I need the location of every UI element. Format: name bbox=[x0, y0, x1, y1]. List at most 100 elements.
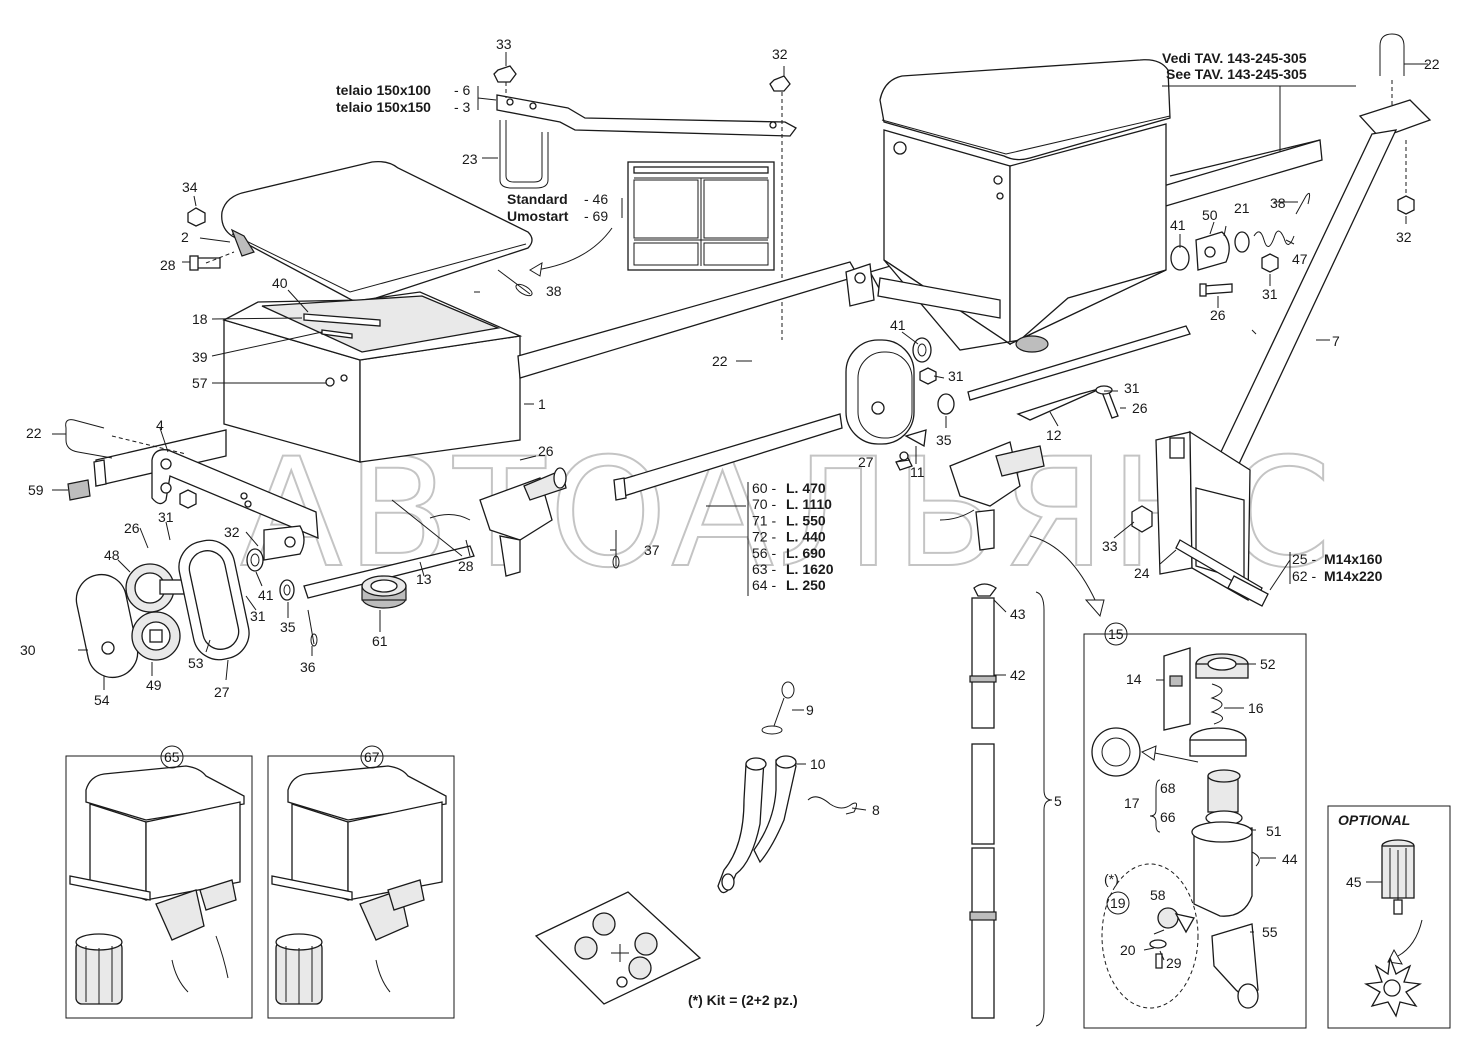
length-code: 64 - bbox=[752, 577, 776, 593]
callout-39: 39 bbox=[192, 349, 208, 365]
nut-34 bbox=[187, 207, 206, 227]
callout-35-left: 35 bbox=[280, 619, 296, 635]
callout-26-left: 26 bbox=[124, 520, 140, 536]
callout-24: 24 bbox=[1134, 565, 1150, 581]
callout-49: 49 bbox=[146, 677, 162, 693]
callout-17: 17 bbox=[1124, 795, 1140, 811]
nut-33-right bbox=[1131, 505, 1153, 533]
callout-67-circle bbox=[360, 745, 384, 769]
length-value: L. 250 bbox=[786, 577, 826, 593]
callout-65: 65 bbox=[164, 749, 180, 765]
bracket-5 bbox=[1035, 591, 1053, 1027]
callout-19: 19 bbox=[1110, 895, 1126, 911]
callout-68: 68 bbox=[1160, 780, 1176, 796]
note-umostart-num: - 69 bbox=[584, 208, 608, 224]
callout-33-right: 33 bbox=[1102, 538, 1118, 554]
washer-41-left bbox=[246, 548, 264, 572]
callout-53: 53 bbox=[188, 655, 204, 671]
callout-22-right: 22 bbox=[1424, 56, 1440, 72]
callout-58: 58 bbox=[1150, 887, 1166, 903]
note-telaio-b: telaio 150x150 bbox=[336, 99, 431, 115]
callout-26-right: 26 bbox=[1132, 400, 1148, 416]
note-optional: OPTIONAL bbox=[1338, 812, 1410, 828]
shaft-42 bbox=[969, 583, 997, 729]
callout-22-mid: 22 bbox=[712, 353, 728, 369]
length-code: 71 - bbox=[752, 512, 776, 528]
bar-12 bbox=[967, 325, 1191, 421]
callout-32: 32 bbox=[772, 46, 788, 62]
pin-36 bbox=[307, 609, 318, 647]
part-8 bbox=[807, 796, 858, 815]
variant-67-drawing bbox=[271, 765, 447, 1005]
callout-52: 52 bbox=[1260, 656, 1276, 672]
callout-2: 2 bbox=[181, 229, 189, 245]
callout-18: 18 bbox=[192, 311, 208, 327]
callout-47: 47 bbox=[1292, 251, 1308, 267]
callout-41-mid: 41 bbox=[890, 317, 906, 333]
bracket-17 bbox=[1149, 779, 1161, 833]
length-value: L. 440 bbox=[786, 529, 826, 545]
variant-65-drawing bbox=[69, 765, 245, 1005]
callout-27-left: 27 bbox=[214, 684, 230, 700]
callout-54: 54 bbox=[94, 692, 110, 708]
callout-4: 4 bbox=[156, 417, 164, 433]
callout-9: 9 bbox=[806, 702, 814, 718]
note-kit: (*) Kit = (2+2 pz.) bbox=[688, 992, 798, 1008]
callout-16: 16 bbox=[1248, 700, 1264, 716]
callout-31-right: 31 bbox=[1124, 380, 1140, 396]
callout-38-left: 38 bbox=[546, 283, 562, 299]
note-telaio-b-num: - 3 bbox=[454, 99, 471, 115]
washer-35-left bbox=[279, 579, 295, 601]
callout-15-circle bbox=[1104, 622, 1128, 646]
pin-40-18-39 bbox=[303, 313, 381, 339]
note-see: See TAV. 143-245-305 bbox=[1166, 66, 1307, 82]
note-telaio-a: telaio 150x100 bbox=[336, 82, 431, 98]
callout-41-right: 41 bbox=[1170, 217, 1186, 233]
bolt-25-62 bbox=[1175, 539, 1269, 607]
arrow-gear-head bbox=[1140, 745, 1157, 761]
plate-4 bbox=[151, 449, 319, 540]
callout-31-left: 31 bbox=[158, 509, 174, 525]
callout-55: 55 bbox=[1262, 924, 1278, 940]
length-code: 72 - bbox=[752, 529, 776, 545]
plug-59 bbox=[67, 479, 91, 501]
hopper-right-lid bbox=[879, 59, 1171, 161]
metering-unit-right bbox=[939, 441, 1045, 551]
hopper-right-bracket bbox=[845, 263, 1001, 319]
ring-nut-61 bbox=[361, 575, 407, 609]
optional-box bbox=[1327, 805, 1451, 1029]
callout-27-right: 27 bbox=[858, 454, 874, 470]
arrow-to-detail-15 bbox=[1029, 535, 1097, 603]
callout-66: 66 bbox=[1160, 809, 1176, 825]
note-umostart: Umostart bbox=[507, 208, 569, 224]
length-value: L. 550 bbox=[786, 512, 826, 528]
hopper-lid-2 bbox=[221, 160, 533, 303]
u-bolt-23 bbox=[499, 120, 549, 189]
callout-40: 40 bbox=[272, 275, 288, 291]
callout-61: 61 bbox=[372, 633, 388, 649]
gear-48 bbox=[125, 563, 185, 613]
length-value: L. 470 bbox=[786, 480, 826, 496]
part-10 bbox=[717, 755, 797, 894]
callout-12: 12 bbox=[1046, 427, 1062, 443]
callout-26-center: 26 bbox=[538, 443, 554, 459]
callout-41-left: 41 bbox=[258, 587, 274, 603]
optional-arrow bbox=[1397, 919, 1423, 957]
callout-28-mid: 28 bbox=[458, 558, 474, 574]
callout-11: 11 bbox=[910, 464, 925, 480]
flange-plate bbox=[263, 525, 305, 561]
callout-65-circle bbox=[160, 745, 184, 769]
callout-42: 42 bbox=[1010, 667, 1026, 683]
nut-33-left bbox=[179, 489, 197, 509]
callout-29: 29 bbox=[1166, 955, 1182, 971]
callout-28-top: 28 bbox=[160, 257, 176, 273]
length-value: L. 1620 bbox=[786, 561, 834, 577]
callout-38-right: 38 bbox=[1270, 195, 1286, 211]
callout-5: 5 bbox=[1054, 793, 1062, 809]
bar-with-scale bbox=[613, 413, 843, 501]
callout-32-right: 32 bbox=[1396, 229, 1412, 245]
decal-arrow bbox=[535, 227, 613, 271]
